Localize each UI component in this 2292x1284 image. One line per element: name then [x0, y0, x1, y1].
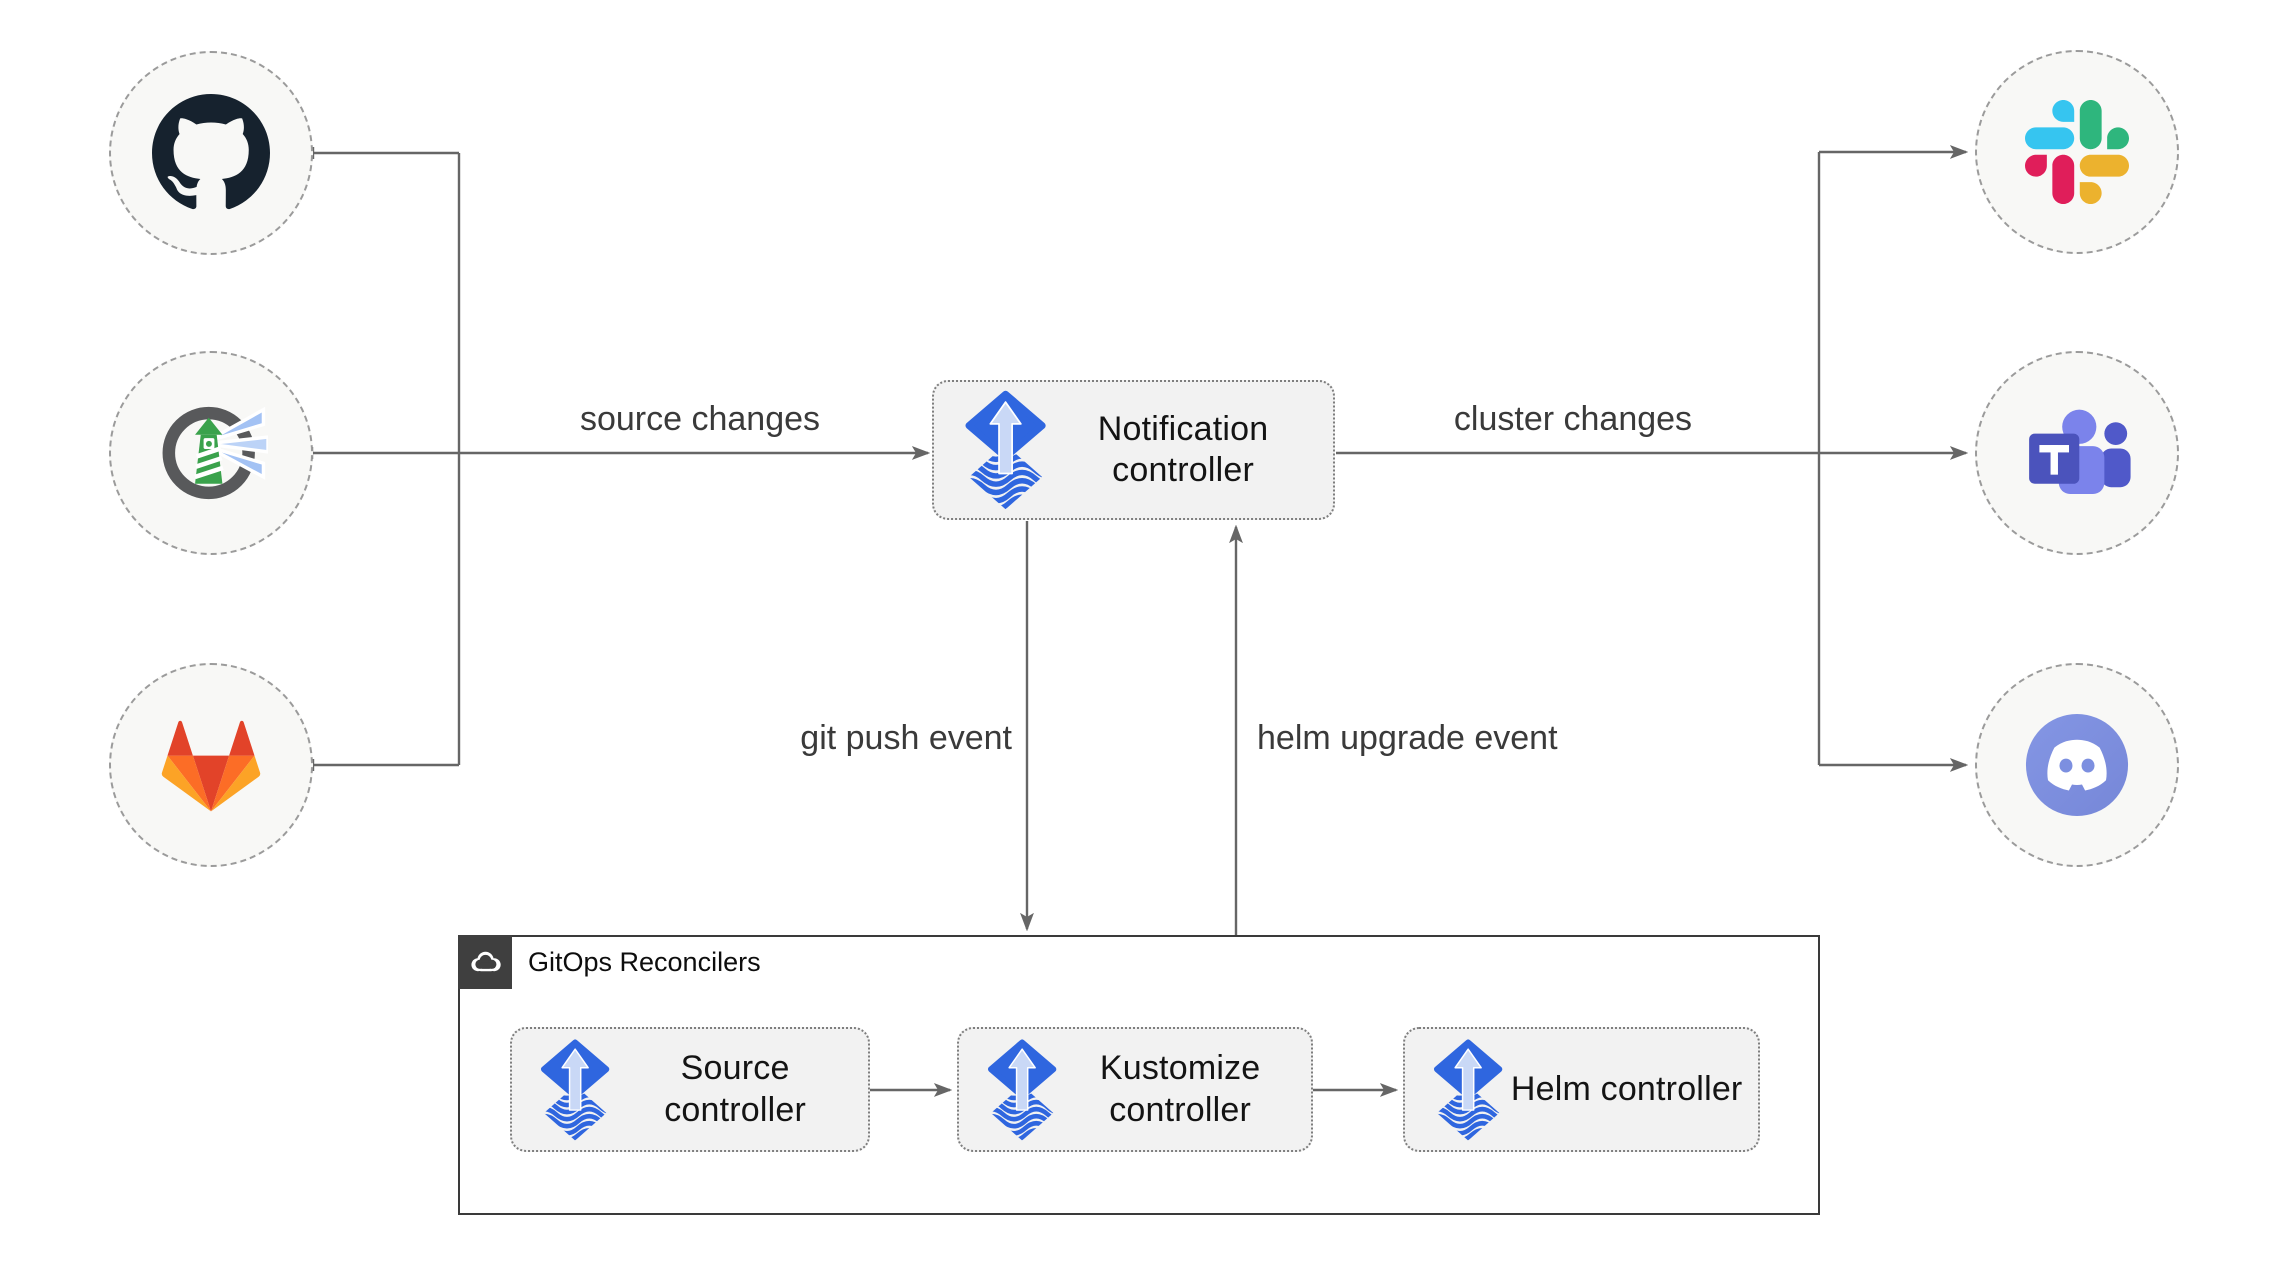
node-teams [1975, 351, 2179, 555]
node-gitlab [109, 663, 313, 867]
flux-icon [1431, 1038, 1505, 1142]
edge-label-git-push-event: git push event [800, 719, 1012, 757]
node-harbor [109, 351, 313, 555]
flux-icon [985, 1038, 1059, 1142]
gitlab-icon [161, 720, 261, 812]
edge-label-source-changes: source changes [579, 400, 821, 438]
discord-icon [2025, 713, 2129, 817]
github-icon [152, 94, 270, 210]
teams-icon [2029, 409, 2131, 495]
cloud-badge [458, 935, 512, 989]
node-discord [1975, 663, 2179, 867]
node-slack [1975, 50, 2179, 254]
edge-label-helm-upgrade-event: helm upgrade event [1257, 719, 1558, 757]
node-source-controller: Source controller [510, 1027, 870, 1152]
gitops-reconcilers-label: GitOps Reconcilers [528, 947, 761, 977]
node-label: Source controller [664, 1049, 807, 1129]
cloud-icon [470, 951, 501, 972]
node-label: Kustomize controller [1099, 1049, 1261, 1129]
node-kustomize-controller: Kustomize controller [957, 1027, 1313, 1152]
node-label: Helm controller [1510, 1069, 1743, 1108]
node-helm-controller: Helm controller [1403, 1027, 1760, 1152]
node-github [109, 51, 313, 255]
node-notification-controller: Notification controller [932, 380, 1335, 520]
flux-icon [538, 1038, 612, 1142]
flux-icon [962, 389, 1049, 511]
slack-icon [2025, 100, 2129, 204]
edge-label-cluster-changes: cluster changes [1453, 400, 1693, 438]
harbor-icon [162, 406, 268, 500]
node-label: Notification controller [1097, 409, 1269, 489]
